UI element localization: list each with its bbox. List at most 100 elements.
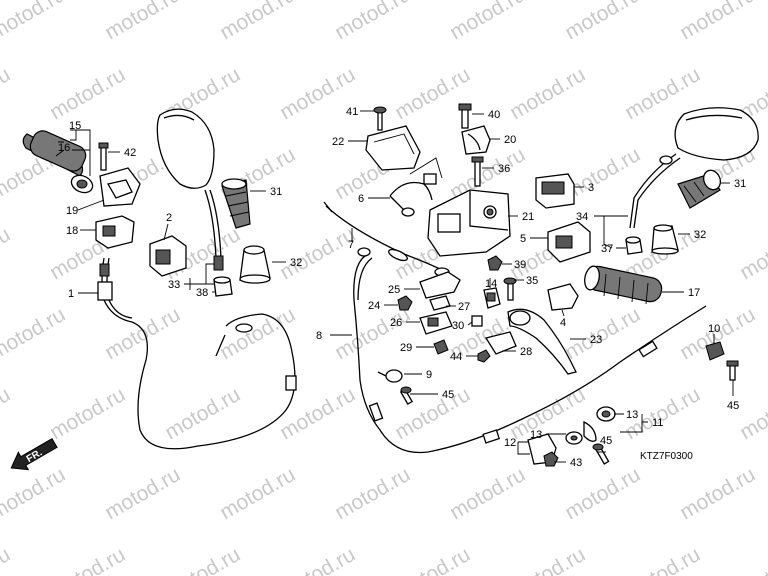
clamp-20-part	[461, 125, 491, 155]
lever-23-part	[507, 308, 577, 375]
label-25: 25	[388, 284, 400, 296]
diagram-code: KTZ7F0300	[640, 451, 693, 462]
watermark-text: motod.ru	[0, 383, 14, 444]
throttle-cable-part	[97, 257, 297, 450]
adjuster-13-part	[583, 406, 616, 442]
master-cylinder-21-part	[427, 189, 511, 257]
label-36: 36	[498, 163, 510, 175]
bracket-4-part	[547, 283, 579, 311]
watermark-text: motod.ru	[446, 0, 529, 44]
label-18: 18	[66, 225, 78, 237]
cable-8-part	[353, 247, 707, 454]
label-8: 8	[316, 330, 322, 342]
watermark-text: motod.ru	[676, 463, 759, 524]
label-11: 11	[652, 417, 663, 429]
label-4: 4	[560, 317, 566, 329]
boot-32-left-part	[239, 245, 271, 284]
label-40: 40	[488, 109, 500, 121]
label-20: 20	[504, 134, 516, 146]
bolt-30-part	[471, 315, 483, 327]
throttle-housing-part	[99, 167, 141, 207]
label-35: 35	[526, 275, 538, 287]
left-grip-part	[22, 130, 94, 194]
switch-3-part	[535, 173, 575, 209]
watermark-text: motod.ru	[46, 383, 129, 444]
watermark-text: motod.ru	[161, 383, 244, 444]
watermark-text: motod.ru	[331, 303, 414, 364]
watermark-text: motod.ru	[46, 543, 129, 576]
boot-32-right-part	[651, 224, 679, 255]
label-14: 14	[485, 278, 497, 290]
screw-41-part	[373, 106, 387, 131]
watermark-text: motod.ru	[446, 463, 529, 524]
switch-14-part	[483, 287, 501, 309]
watermark-text: motod.ru	[216, 463, 299, 524]
watermark-text: motod.ru	[506, 63, 589, 124]
watermark-text: motod.ru	[0, 543, 14, 576]
label-23: 23	[590, 334, 602, 346]
bolt-45-center-part	[399, 386, 413, 405]
bolt-45-right-part	[726, 360, 739, 381]
watermark-text: motod.ru	[561, 303, 644, 364]
label-33: 33	[168, 279, 180, 291]
label-29: 29	[400, 342, 412, 354]
label-41: 41	[346, 106, 358, 118]
label-3: 3	[588, 182, 594, 194]
screw-42-part	[98, 142, 109, 171]
watermark-text: motod.ru	[736, 383, 768, 444]
leader-lines	[55, 110, 734, 463]
label-28: 28	[520, 346, 532, 358]
screw-36-part	[471, 156, 484, 187]
watermark-text: motod.ru	[216, 0, 299, 44]
bracket-25-part	[419, 271, 461, 299]
watermark-text: motod.ru	[391, 543, 474, 576]
right-mirror-part	[629, 107, 759, 229]
label-37: 37	[601, 243, 613, 255]
watermark-text: motod.ru	[506, 543, 589, 576]
label-9: 9	[426, 369, 432, 381]
label-2: 2	[166, 212, 172, 224]
label-32-left: 32	[290, 257, 302, 269]
watermark-text: motod.ru	[101, 463, 184, 524]
nut-24-part	[397, 295, 413, 311]
label-17: 17	[688, 287, 700, 299]
right-grip-part	[584, 265, 663, 305]
watermark-text: motod.ru	[161, 543, 244, 576]
nut-38-part	[213, 276, 233, 297]
bolt-40-part	[458, 103, 472, 129]
nut-37-part	[625, 236, 643, 255]
holder-18-part	[95, 215, 135, 249]
watermark-text: motod.ru	[561, 0, 644, 44]
bracket-27-part	[429, 295, 451, 311]
watermark-text: motod.ru	[621, 543, 704, 576]
part-10	[705, 341, 725, 361]
label-13-upper: 13	[626, 409, 638, 421]
clip-29-part	[433, 339, 449, 355]
label-30: 30	[452, 320, 464, 332]
label-19: 19	[66, 205, 78, 217]
wire-6-part	[389, 173, 437, 217]
label-15: 15	[69, 120, 81, 132]
label-31-right: 31	[734, 178, 746, 190]
label-27: 27	[458, 301, 470, 313]
label-38: 38	[196, 287, 208, 299]
nut-44-part	[477, 349, 491, 363]
label-13-lower: 13	[530, 429, 542, 441]
label-44: 44	[450, 351, 462, 363]
label-39: 39	[514, 259, 526, 271]
watermark-text: motod.ru	[276, 223, 359, 284]
watermark-text: motod.ru	[676, 0, 759, 44]
bracket-26-part	[419, 311, 453, 335]
label-45-right: 45	[727, 400, 739, 412]
watermark-text: motod.ru	[46, 63, 129, 124]
label-16: 16	[58, 142, 70, 154]
watermark-text: motod.ru	[101, 303, 184, 364]
watermark-text: motod.ru	[331, 0, 414, 44]
label-7: 7	[348, 239, 354, 251]
label-31-left: 31	[270, 186, 282, 198]
joint-9-part	[377, 369, 403, 383]
label-1: 1	[68, 288, 74, 300]
boot-31-left-part	[221, 178, 251, 229]
